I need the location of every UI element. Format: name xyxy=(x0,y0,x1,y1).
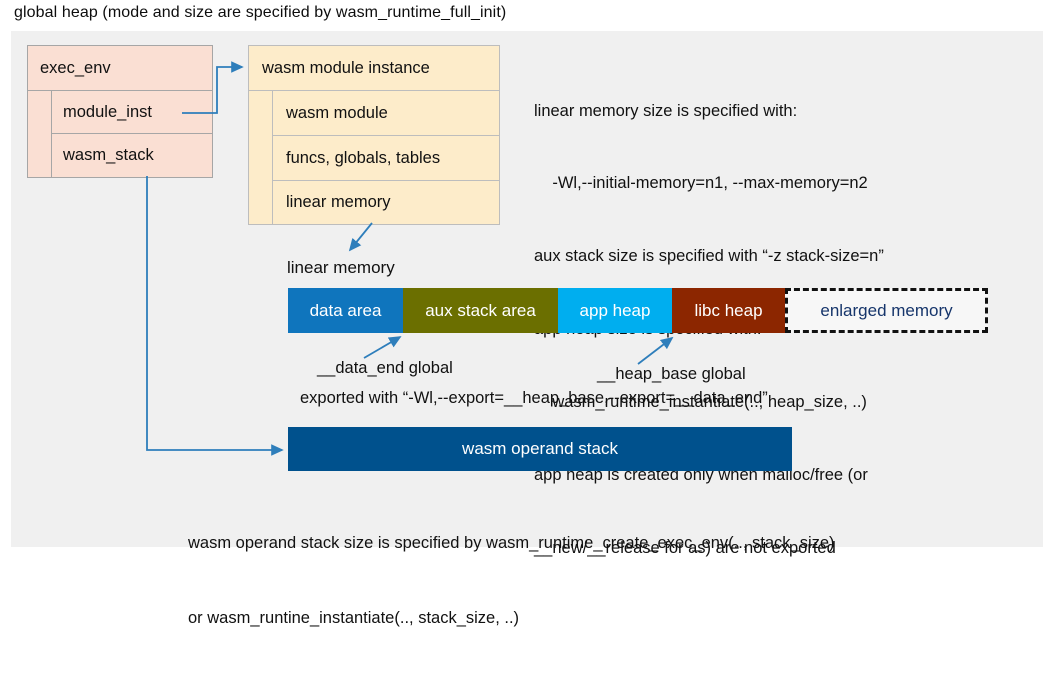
memory-segment-app-heap: app heap xyxy=(558,288,672,333)
memory-segment-enlarged-memory: enlarged memory xyxy=(785,288,988,333)
annotation-heap-base-global: __heap_base global xyxy=(597,365,746,383)
exec-env-field-module-inst: module_inst xyxy=(52,91,212,134)
annotation-data-end-global: __data_end global xyxy=(317,359,453,377)
annotation-exported-with: exported with “-Wl,--export=__heap_base,… xyxy=(300,389,768,407)
wasm-module-instance-header: wasm module instance xyxy=(249,46,499,91)
memory-segment-libc-heap: libc heap xyxy=(672,288,785,333)
config-note-line: linear memory size is specified with: xyxy=(534,101,798,120)
memory-segment-label: libc heap xyxy=(694,300,763,320)
wasm-operand-stack-box: wasm operand stack xyxy=(288,427,792,471)
wasm-module-instance-box: wasm module instance wasm module funcs, … xyxy=(248,45,500,225)
memory-segment-data-area: data area xyxy=(288,288,403,333)
module-instance-row-linear-memory: linear memory xyxy=(273,181,499,224)
memory-segment-aux-stack-area: aux stack area xyxy=(403,288,558,333)
linear-memory-caption: linear memory xyxy=(287,258,395,277)
exec-env-field-wasm-stack: wasm_stack xyxy=(52,134,212,177)
exec-env-gutter xyxy=(28,91,52,177)
operand-stack-note-line: or wasm_runtine_instantiate(.., stack_si… xyxy=(188,609,520,627)
config-notes-block: linear memory size is specified with: -W… xyxy=(534,50,1034,609)
memory-segment-label: enlarged memory xyxy=(820,300,953,320)
funcs-globals-tables-label: funcs, globals, tables xyxy=(286,148,441,167)
memory-segment-label: app heap xyxy=(579,300,651,320)
exec-env-box: exec_env module_inst wasm_stack xyxy=(27,45,213,178)
operand-stack-notes-block: wasm operand stack size is specified by … xyxy=(188,481,1038,681)
config-note-line: wasm_runtime_instantiate(.., heap_size, … xyxy=(534,393,867,412)
wasm-stack-label: wasm_stack xyxy=(63,146,154,164)
module-inst-label: module_inst xyxy=(63,102,152,121)
config-note-line: -Wl,--initial-memory=n1, --max-memory=n2 xyxy=(534,174,868,193)
diagram-canvas: global heap (mode and size are specified… xyxy=(11,4,1043,627)
linear-memory-bar: data area aux stack area app heap libc h… xyxy=(288,288,988,333)
page-title: global heap (mode and size are specified… xyxy=(14,4,507,21)
wasm-module-instance-gutter xyxy=(249,91,273,224)
config-note-line: aux stack size is specified with “-z sta… xyxy=(534,247,884,266)
exec-env-header: exec_env xyxy=(28,46,212,91)
exec-env-header-label: exec_env xyxy=(40,58,111,77)
wasm-operand-stack-label: wasm operand stack xyxy=(462,439,618,458)
linear-memory-row-label: linear memory xyxy=(286,193,391,211)
wasm-module-label: wasm module xyxy=(286,103,388,122)
module-instance-row-wasm-module: wasm module xyxy=(273,91,499,136)
wasm-module-instance-header-label: wasm module instance xyxy=(262,58,430,77)
operand-stack-note-line: wasm operand stack size is specified by … xyxy=(188,534,835,552)
module-instance-row-funcs-globals-tables: funcs, globals, tables xyxy=(273,136,499,181)
memory-segment-label: data area xyxy=(309,300,382,320)
memory-segment-label: aux stack area xyxy=(425,300,536,320)
